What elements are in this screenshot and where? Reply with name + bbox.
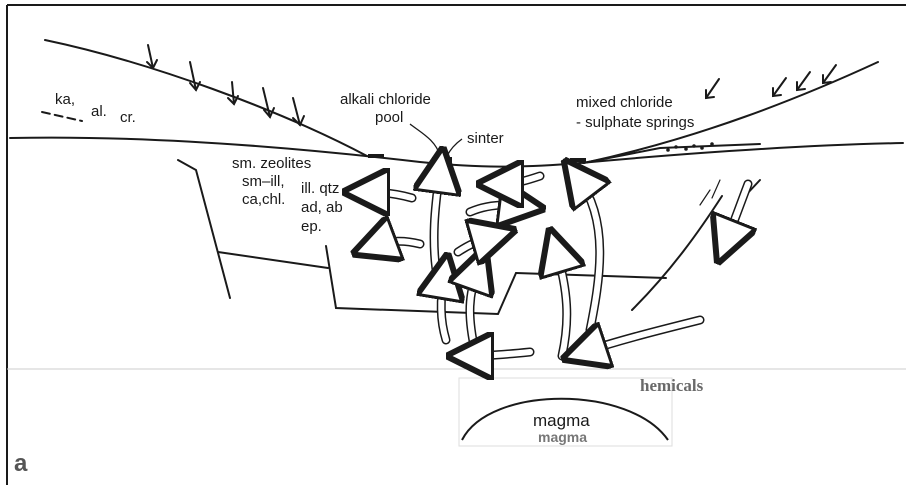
label-ill-line3: ep. <box>301 218 322 235</box>
inward-arrow-icon <box>823 65 836 83</box>
flow-arrow-icon <box>470 268 478 346</box>
flow-arrow-icon <box>578 178 600 330</box>
fault-left <box>218 252 328 268</box>
label-springs-line1: mixed chloride <box>576 94 673 111</box>
down-arrow-icon <box>190 62 200 90</box>
label-sinter: sinter <box>467 130 504 147</box>
flow-arrows <box>366 170 748 356</box>
block-right <box>516 273 666 278</box>
down-arrow-icon <box>147 45 157 68</box>
label-ill-line1: ill. qtz <box>301 180 339 197</box>
flow-arrow-icon <box>374 241 420 246</box>
right-spring-deposit <box>570 158 586 162</box>
inward-arrow-icon <box>706 79 719 98</box>
label-zeolites-line2: sm–ill, <box>242 173 285 190</box>
upper-slope-right <box>584 62 878 163</box>
flow-arrow-icon <box>500 176 540 184</box>
inward-arrow-icon <box>773 78 786 96</box>
sinter-deposit <box>432 157 452 163</box>
right-valley <box>632 196 722 310</box>
flow-arrow-icon <box>726 184 748 242</box>
strata-lines <box>10 40 903 314</box>
flow-arrow-icon <box>470 352 530 356</box>
flow-arrow-icon <box>366 192 412 198</box>
label-chemicals-fragment: hemicals <box>640 376 704 395</box>
ground-surface <box>10 138 903 167</box>
flow-arrow-icon <box>458 236 494 252</box>
label-ill-line2: ad, ab <box>301 199 343 216</box>
down-arrow-icon <box>228 82 238 104</box>
label-pool-line2: pool <box>375 109 403 126</box>
label-springs-line2: - sulphate springs <box>576 114 694 131</box>
inner-horizon <box>178 160 230 298</box>
panel-label: a <box>14 450 28 477</box>
flow-arrow-icon <box>441 276 446 340</box>
pool-pointer <box>410 124 440 156</box>
surface-deposits <box>368 142 714 163</box>
flow-arrow-icon <box>584 320 700 352</box>
flow-arrow-icon <box>434 170 440 282</box>
dashed-horizon <box>42 112 82 121</box>
down-arrow-icon <box>263 88 274 117</box>
label-magma-secondary: magma <box>538 429 587 445</box>
flow-arrow-icon <box>470 205 522 212</box>
label-al: al. <box>91 103 107 120</box>
figure-frame <box>7 5 906 485</box>
flow-arrow-icon <box>556 250 567 356</box>
sinter-pointer <box>447 139 462 156</box>
label-cr: cr. <box>120 109 136 126</box>
block-left <box>326 246 516 314</box>
inward-arrow-icon <box>797 72 810 90</box>
left-spring-deposit <box>368 154 384 158</box>
down-arrow-icon <box>293 98 304 125</box>
recharge-arrows <box>147 45 836 125</box>
label-pool-line1: alkali chloride <box>340 91 431 108</box>
label-zeolites-line3: ca,chl. <box>242 191 285 208</box>
label-zeolites-line1: sm. zeolites <box>232 155 311 172</box>
label-ka: ka, <box>55 91 75 108</box>
label-magma: magma <box>533 411 590 430</box>
